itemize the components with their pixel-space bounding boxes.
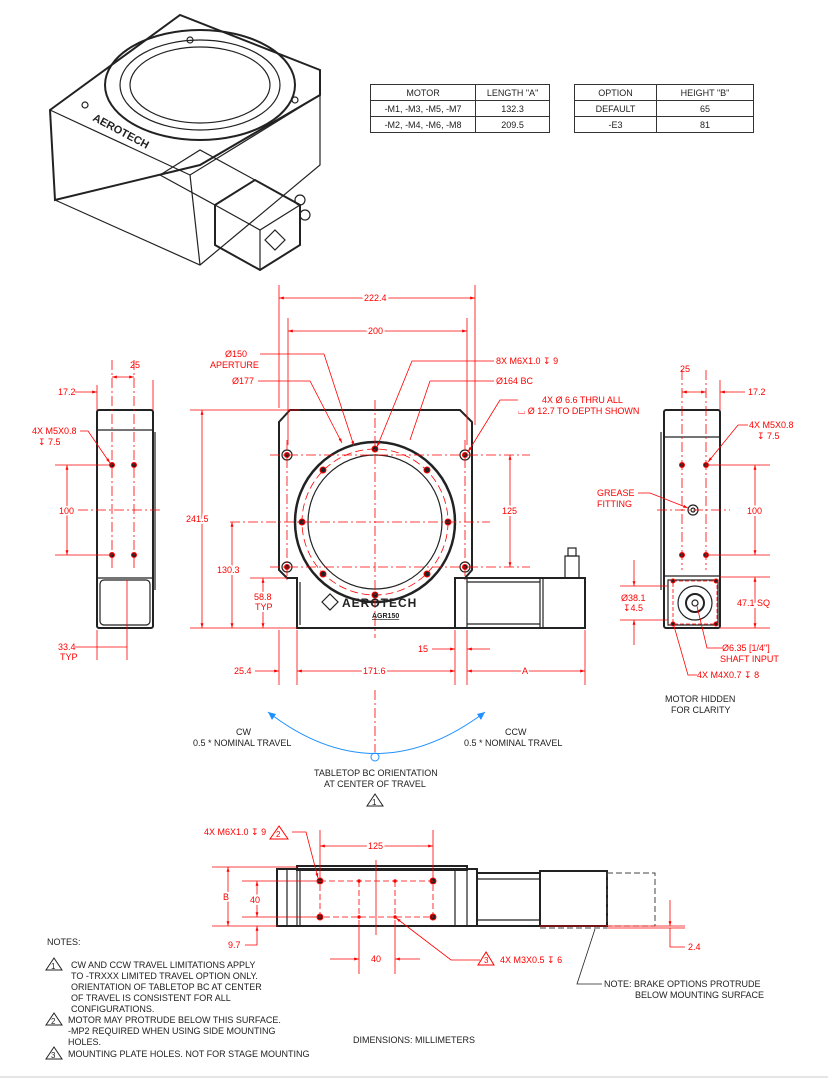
orientation-label-2: AT CENTER OF TRAVEL [324, 779, 426, 789]
corner-holes [281, 449, 471, 573]
dim-15: 15 [418, 644, 428, 654]
grease-label: GREASE [597, 488, 635, 498]
front-view: AEROTECH AGR150 222.4 200 Ø150 APERTURE … [184, 285, 639, 685]
note-num-3: 3 [51, 1051, 56, 1060]
notes-title: NOTES: [47, 937, 81, 947]
dim-222-4: 222.4 [364, 293, 387, 303]
counterbore-label: ⌴ Ø 12.7 TO DEPTH SHOWN [518, 406, 639, 416]
dim-a: A [522, 666, 528, 676]
dim-25: 25 [130, 360, 140, 370]
dim-9-7: 9.7 [228, 940, 241, 950]
cell: -E3 [573, 116, 658, 133]
cell: 81 [656, 116, 754, 133]
dim-b: B [223, 892, 229, 902]
dim-33-4: 33.4 [58, 642, 76, 652]
brake-note-2: BELOW MOUNTING SURFACE [635, 990, 764, 1000]
note-1-line: TO -TRXXX LIMITED TRAVEL OPTION ONLY. [71, 971, 258, 981]
dim-125: 125 [368, 841, 383, 851]
cw-label: CW [236, 727, 251, 737]
dim-125: 125 [502, 506, 517, 516]
dim-171-6: 171.6 [363, 666, 386, 676]
dim-17-2: 17.2 [58, 387, 76, 397]
m5-label: 4X M5X0.8 [749, 420, 794, 430]
dim-40-vertical: 40 [250, 895, 260, 905]
aperture-label: APERTURE [210, 360, 259, 370]
dim-25: 25 [680, 364, 690, 374]
m5-depth: ↧ 7.5 [38, 437, 61, 447]
note-num-2: 2 [51, 1017, 56, 1026]
orientation-label: TABLETOP BC ORIENTATION [314, 768, 438, 778]
aperture-dia: Ø150 [225, 349, 247, 359]
note-1-line: ORIENTATION OF TABLETOP BC AT CENTER [71, 982, 262, 992]
dim-100: 100 [747, 506, 762, 516]
thru-holes-label: 4X Ø 6.6 THRU ALL [542, 395, 623, 405]
note-3-line: MOUNTING PLATE HOLES. NOT FOR STAGE MOUN… [68, 1049, 310, 1059]
m6-holes-label: 4X M6X1.0 ↧ 9 [204, 827, 266, 837]
travel-diagram: CW 0.5 * NOMINAL TRAVEL CCW 0.5 * NOMINA… [193, 690, 562, 807]
motor-hidden-note: MOTOR HIDDEN [665, 694, 735, 704]
m4-holes: 4X M4X0.7 ↧ 8 [697, 670, 759, 680]
note-1-line: CONFIGURATIONS. [71, 1004, 154, 1014]
shaft-dia: Ø6.35 [1/4"] [722, 643, 770, 653]
dim-2-4: 2.4 [688, 942, 701, 952]
left-side-view: 25 17.2 4X M5X0.8 ↧ 7.5 100 33.4 TYP [32, 360, 160, 662]
motor [454, 547, 586, 629]
ccw-label: CCW [505, 727, 527, 737]
dim-typ: TYP [60, 652, 78, 662]
bc-label: Ø164 BC [496, 376, 534, 386]
motor-hidden-note-2: FOR CLARITY [671, 705, 731, 715]
cw-travel: 0.5 * NOMINAL TRAVEL [193, 738, 291, 748]
model-label: AGR150 [372, 613, 399, 620]
brand-logo: AEROTECH [342, 596, 417, 610]
bottom-view: 4X M6X1.0 ↧ 9 2 125 B 40 9.7 40 3 4X M3X… [204, 825, 764, 1000]
note-1-line: CW AND CCW TRAVEL LIMITATIONS APPLY [71, 960, 255, 970]
cell: 209.5 [475, 116, 550, 133]
dim-58-8: 58.8 [254, 592, 272, 602]
dim-200: 200 [368, 326, 383, 336]
m3-holes-label: 4X M3X0.5 ↧ 6 [500, 955, 562, 965]
units-label: DIMENSIONS: MILLIMETERS [353, 1035, 475, 1045]
note-flag-2: 2 [276, 830, 281, 839]
dim-47-1-sq: 47.1 SQ [737, 598, 770, 608]
dia-38-1: Ø38.1 [621, 593, 646, 603]
dim-40-horizontal: 40 [371, 954, 381, 964]
dim-241-5: 241.5 [186, 514, 209, 524]
note-num-1: 1 [51, 962, 56, 971]
depth-4-5: ↧4.5 [623, 603, 643, 613]
dim-130-3: 130.3 [217, 565, 240, 575]
note-2-line: -MP2 REQUIRED WHEN USING SIDE MOUNTING [68, 1026, 276, 1036]
m5-depth: ↧ 7.5 [757, 431, 780, 441]
note-2-line: HOLES. [68, 1037, 101, 1047]
dim-17-2: 17.2 [748, 387, 766, 397]
dim-typ: TYP [255, 602, 273, 612]
dia-177: Ø177 [232, 376, 254, 386]
note-2-line: MOTOR MAY PROTRUDE BELOW THIS SURFACE. [68, 1015, 281, 1025]
iso-brand-logo: AEROTECH [91, 112, 151, 152]
isometric-view: AEROTECH [48, 13, 321, 272]
note-1-line: OF TRAVEL IS CONSISTENT FOR ALL [71, 993, 231, 1003]
cell: -M2, -M4, -M6, -M8 [369, 116, 477, 133]
dim-25-4: 25.4 [234, 666, 252, 676]
grease-label-2: FITTING [597, 499, 632, 509]
shaft-input: SHAFT INPUT [720, 654, 779, 664]
notes: NOTES: 1 CW AND CCW TRAVEL LIMITATIONS A… [45, 937, 475, 1060]
note-flag-3: 3 [484, 956, 489, 965]
m6-holes-label: 8X M6X1.0 ↧ 9 [496, 356, 558, 366]
ccw-travel: 0.5 * NOMINAL TRAVEL [464, 738, 562, 748]
m5-label: 4X M5X0.8 [32, 426, 77, 436]
brake-note: NOTE: BRAKE OPTIONS PROTRUDE [604, 979, 761, 989]
note-flag-1: 1 [372, 798, 377, 807]
dim-100: 100 [59, 506, 74, 516]
right-side-view: 25 17.2 4X M5X0.8 ↧ 7.5 GREASE FITTING 1… [597, 364, 794, 715]
